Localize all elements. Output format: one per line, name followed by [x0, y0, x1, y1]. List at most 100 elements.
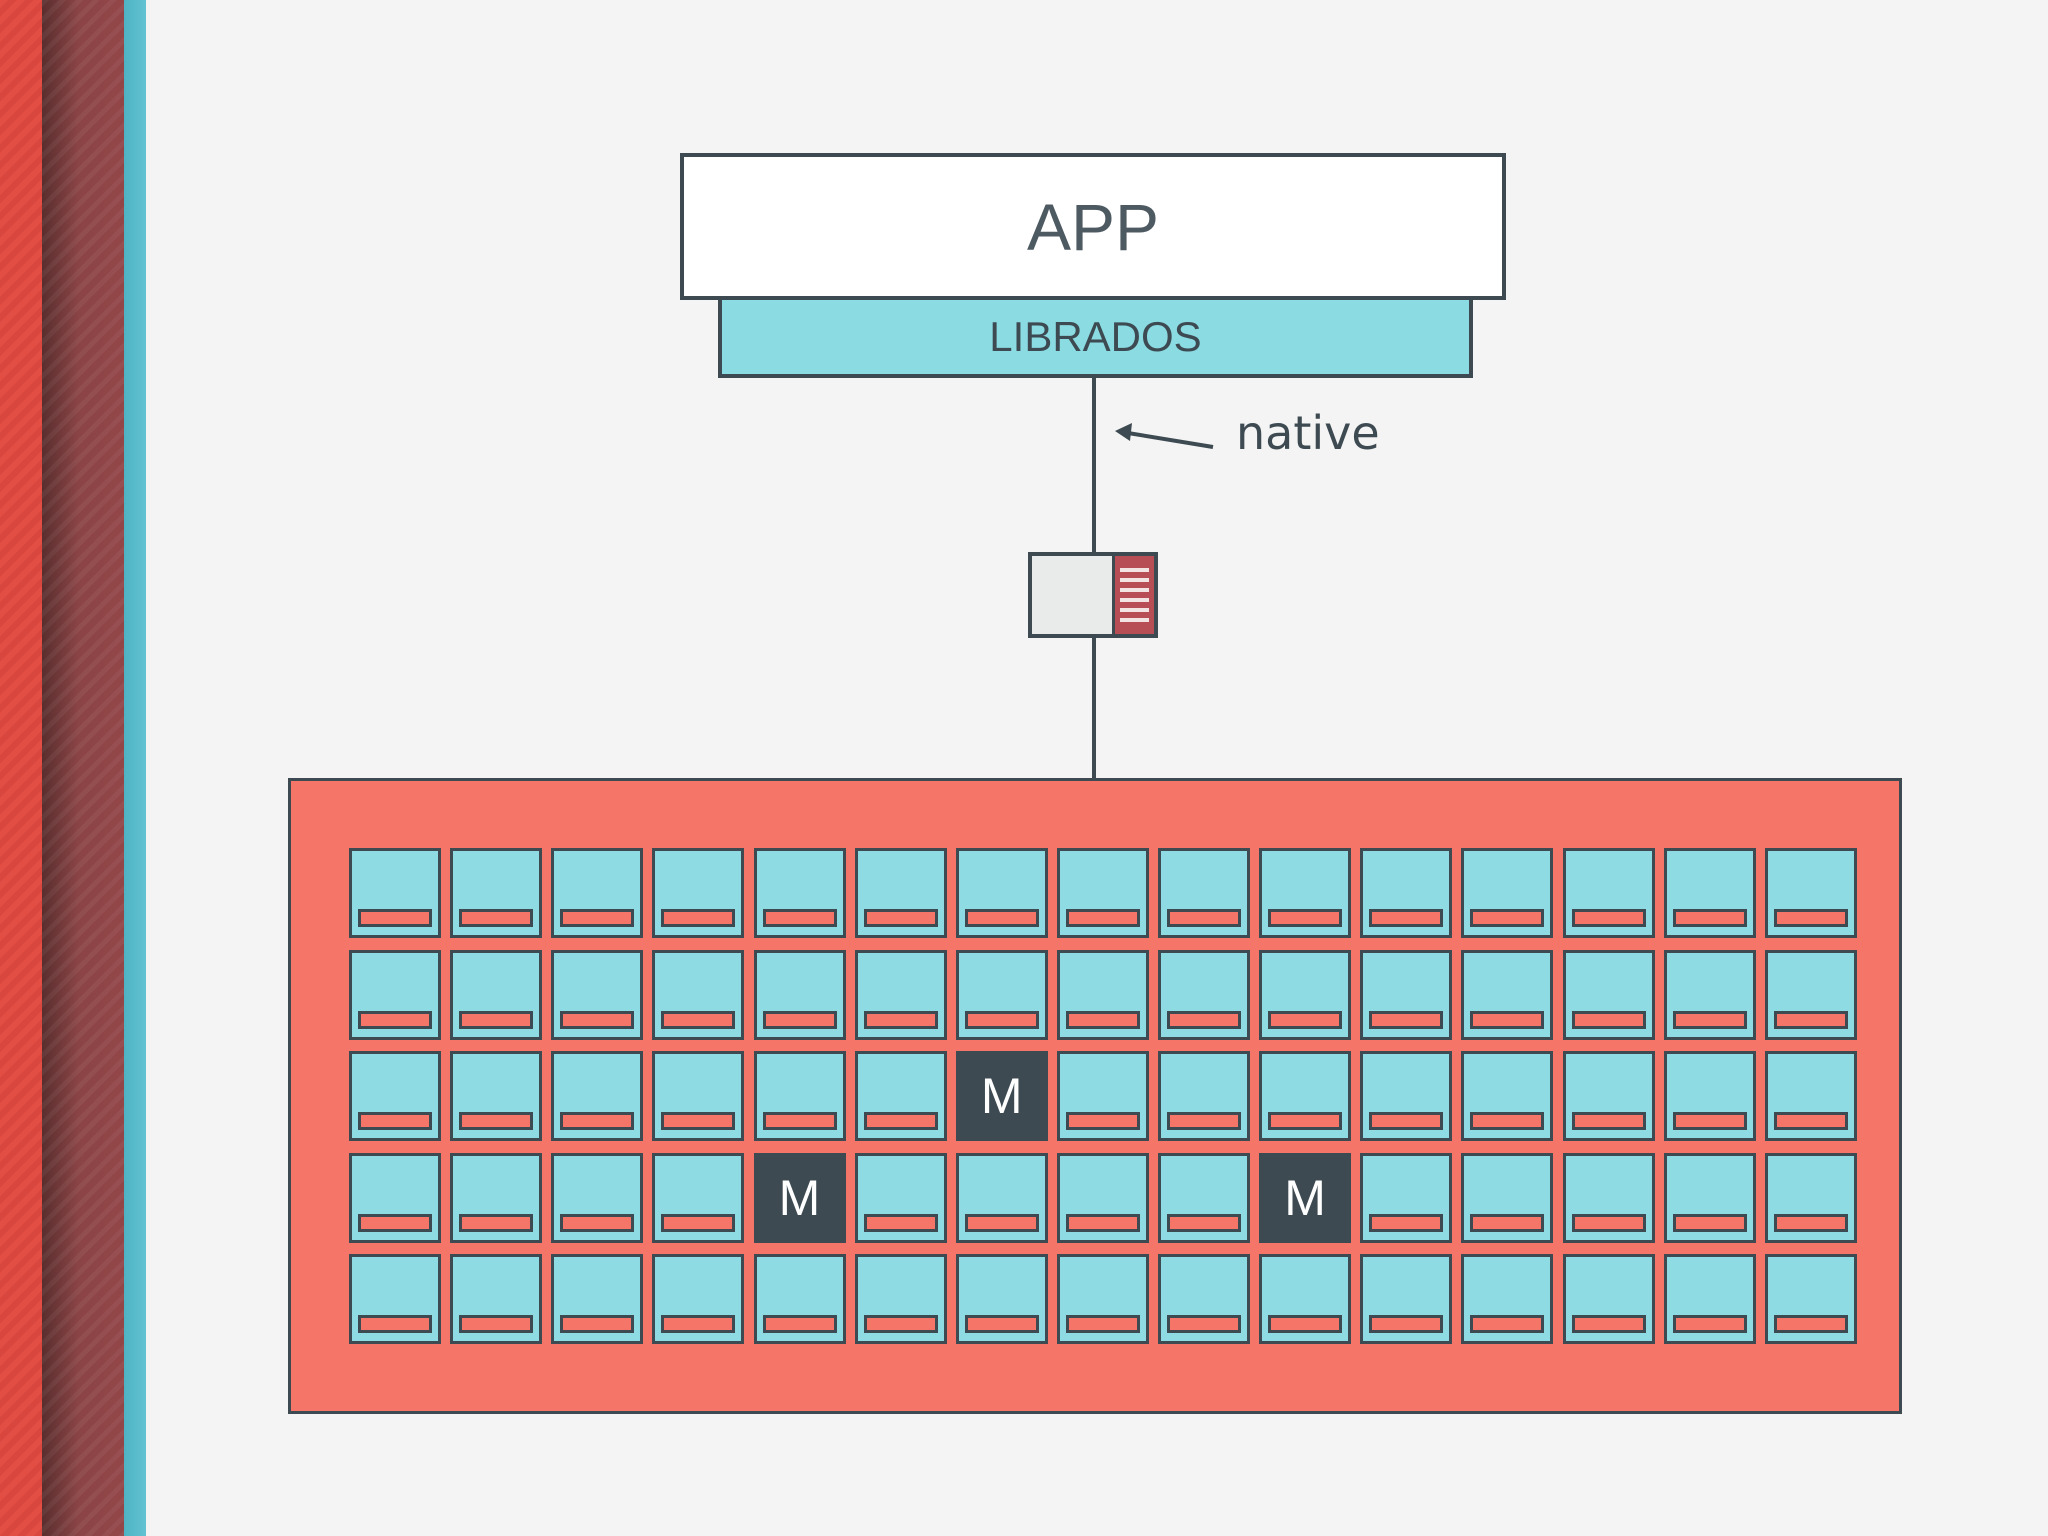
osd-drive-indicator: [1672, 1010, 1747, 1029]
osd-node: [1663, 949, 1756, 1040]
osd-drive-indicator: [1369, 1010, 1444, 1029]
osd-node: [1259, 1254, 1352, 1344]
osd-node: [955, 848, 1048, 938]
decorative-stripe-teal: [124, 0, 146, 1536]
osd-node: [551, 949, 644, 1040]
osd-node: [1056, 1254, 1149, 1344]
app-label: APP: [1026, 189, 1160, 264]
osd-node: [450, 1254, 543, 1344]
osd-node: [652, 1254, 745, 1344]
osd-drive-indicator: [1268, 909, 1343, 927]
osd-node: [551, 1254, 644, 1344]
device-port: [1112, 556, 1154, 634]
osd-drive-indicator: [358, 1010, 432, 1029]
osd-drive-indicator: [964, 1213, 1039, 1232]
osd-node: [753, 949, 846, 1040]
osd-drive-indicator: [661, 909, 736, 927]
osd-node: [1259, 1051, 1352, 1141]
osd-drive-indicator: [459, 1010, 534, 1029]
osd-node: [1360, 848, 1453, 938]
osd-drive-indicator: [560, 1315, 635, 1333]
osd-node: [652, 848, 745, 938]
decorative-stripe-maroon: [42, 0, 124, 1536]
osd-drive-indicator: [863, 1315, 938, 1333]
osd-drive-indicator: [1470, 1213, 1545, 1232]
osd-drive-indicator: [1065, 909, 1140, 927]
osd-node: [1360, 1254, 1453, 1344]
osd-node: [349, 1152, 441, 1243]
osd-drive-indicator: [762, 1010, 837, 1029]
osd-node: [1461, 1254, 1554, 1344]
osd-drive-indicator: [1065, 1010, 1140, 1029]
osd-drive-indicator: [1065, 1315, 1140, 1333]
osd-node: [1461, 949, 1554, 1040]
osd-drive-indicator: [459, 909, 534, 927]
monitor-label: M: [778, 1169, 821, 1226]
osd-node: [1663, 1152, 1756, 1243]
osd-drive-indicator: [1672, 1315, 1747, 1333]
osd-node: [1158, 1051, 1250, 1141]
librados-label: LIBRADOS: [989, 313, 1202, 360]
osd-node: [349, 1254, 441, 1344]
osd-drive-indicator: [358, 909, 432, 927]
osd-node: [1259, 949, 1352, 1040]
app-box: APP: [680, 153, 1506, 300]
osd-drive-indicator: [863, 1112, 938, 1130]
osd-drive-indicator: [1571, 1010, 1646, 1029]
osd-drive-indicator: [358, 1213, 432, 1232]
osd-node: [551, 848, 644, 938]
osd-node: [450, 1152, 543, 1243]
osd-drive-indicator: [1470, 1010, 1545, 1029]
osd-drive-indicator: [863, 1213, 938, 1232]
native-label: native: [1236, 406, 1380, 460]
osd-drive-indicator: [358, 1112, 432, 1130]
osd-drive-indicator: [762, 909, 837, 927]
osd-drive-indicator: [1065, 1112, 1140, 1130]
osd-drive-indicator: [459, 1112, 534, 1130]
osd-drive-indicator: [1571, 1315, 1646, 1333]
osd-node: [1360, 949, 1453, 1040]
osd-node: [854, 848, 947, 938]
osd-node: [753, 1051, 846, 1141]
osd-drive-indicator: [964, 909, 1039, 927]
osd-drive-indicator: [863, 1010, 938, 1029]
osd-drive-indicator: [1268, 1010, 1343, 1029]
osd-node: [652, 1152, 745, 1243]
osd-drive-indicator: [1065, 1213, 1140, 1232]
osd-drive-indicator: [1167, 909, 1241, 927]
osd-drive-indicator: [1167, 1315, 1241, 1333]
osd-drive-indicator: [1369, 909, 1444, 927]
osd-node: [854, 1254, 947, 1344]
network-device-icon: [1028, 552, 1158, 638]
osd-node: [753, 1254, 846, 1344]
osd-drive-indicator: [762, 1315, 837, 1333]
osd-node: [1461, 848, 1554, 938]
osd-node: [1056, 1051, 1149, 1141]
osd-node: [1461, 1051, 1554, 1141]
osd-drive-indicator: [1369, 1315, 1444, 1333]
osd-node: [1056, 949, 1149, 1040]
osd-node: [1056, 848, 1149, 938]
native-arrow-shaft: [1127, 431, 1214, 449]
osd-node: [1764, 949, 1857, 1040]
osd-node: [1158, 1152, 1250, 1243]
monitor-label: M: [980, 1068, 1023, 1124]
osd-node: [1663, 1254, 1756, 1344]
osd-node: [854, 1152, 947, 1243]
osd-node: [1158, 848, 1250, 938]
osd-node: [349, 848, 441, 938]
osd-drive-indicator: [459, 1315, 534, 1333]
osd-node: [349, 949, 441, 1040]
osd-node: [1259, 848, 1352, 938]
native-arrow-head: [1115, 423, 1132, 441]
monitor-node: M: [753, 1152, 846, 1243]
osd-node: [450, 848, 543, 938]
osd-node: [1764, 1051, 1857, 1141]
osd-drive-indicator: [1571, 1213, 1646, 1232]
osd-drive-indicator: [964, 1010, 1039, 1029]
osd-drive-indicator: [1571, 909, 1646, 927]
osd-drive-indicator: [1167, 1112, 1241, 1130]
osd-node: [1764, 1254, 1857, 1344]
